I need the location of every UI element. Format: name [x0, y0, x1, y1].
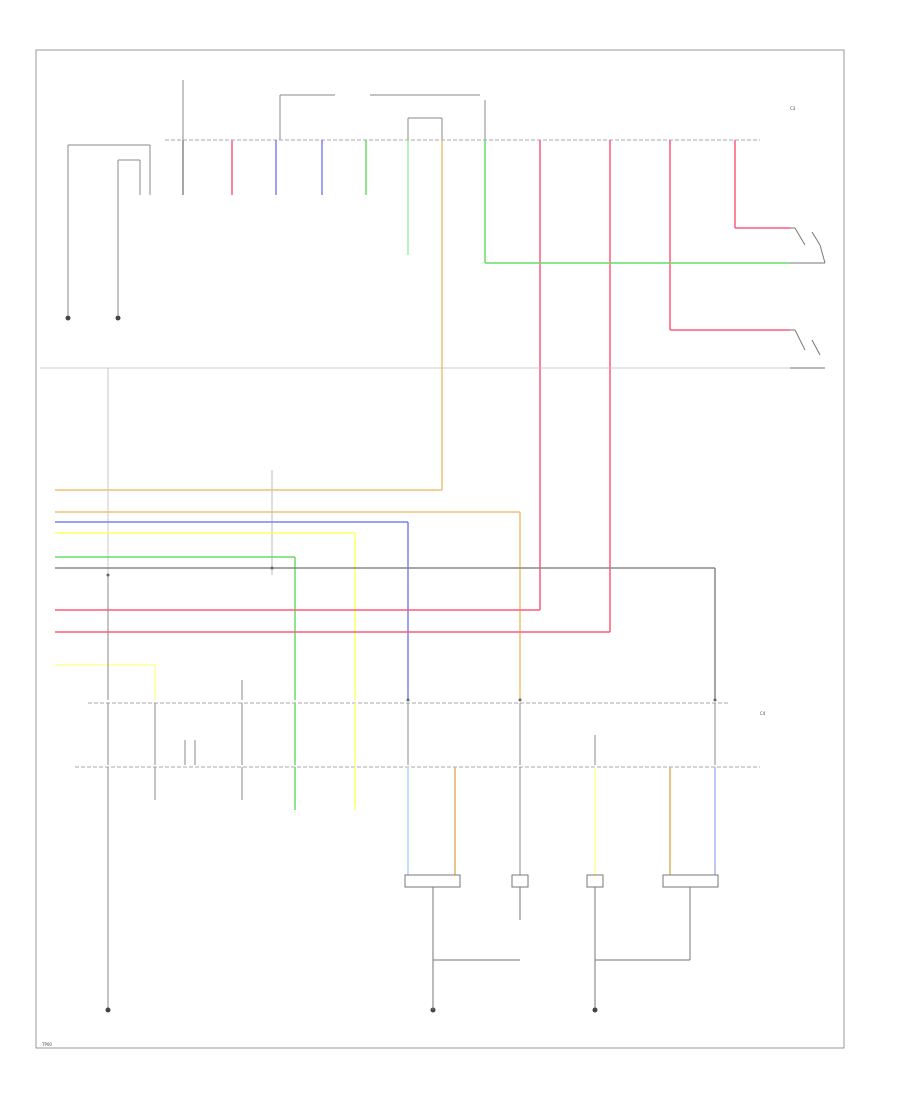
ground-point-bottom-right — [592, 1007, 598, 1013]
ground-point-right — [115, 315, 121, 321]
switch-feed-runs — [485, 227, 790, 331]
left-ground-drops — [67, 144, 151, 315]
lamp-assembly-left-inner — [511, 874, 529, 920]
lamp-assembly-right-inner — [586, 874, 604, 1010]
upper-drops — [182, 140, 736, 632]
right-switch-lower — [790, 329, 825, 369]
footer-code: TP00 — [41, 1042, 52, 1047]
diagram-frame — [35, 49, 845, 1049]
right-switch-upper — [790, 227, 826, 264]
mid-drops — [107, 703, 716, 765]
lamp-assembly-right-rear — [595, 874, 719, 961]
top-fuse-feeds — [182, 80, 486, 140]
mid-harness — [55, 489, 716, 700]
lamp-feed-drops — [107, 767, 716, 1010]
lamp-assembly-left-rear — [404, 874, 520, 961]
ground-point-bottom-left — [105, 1007, 111, 1013]
splice-dots — [106, 566, 717, 702]
upper-connector-label: C3 — [790, 106, 796, 111]
middle-connector-label: C4 — [760, 711, 766, 716]
ground-point-left — [65, 315, 71, 321]
